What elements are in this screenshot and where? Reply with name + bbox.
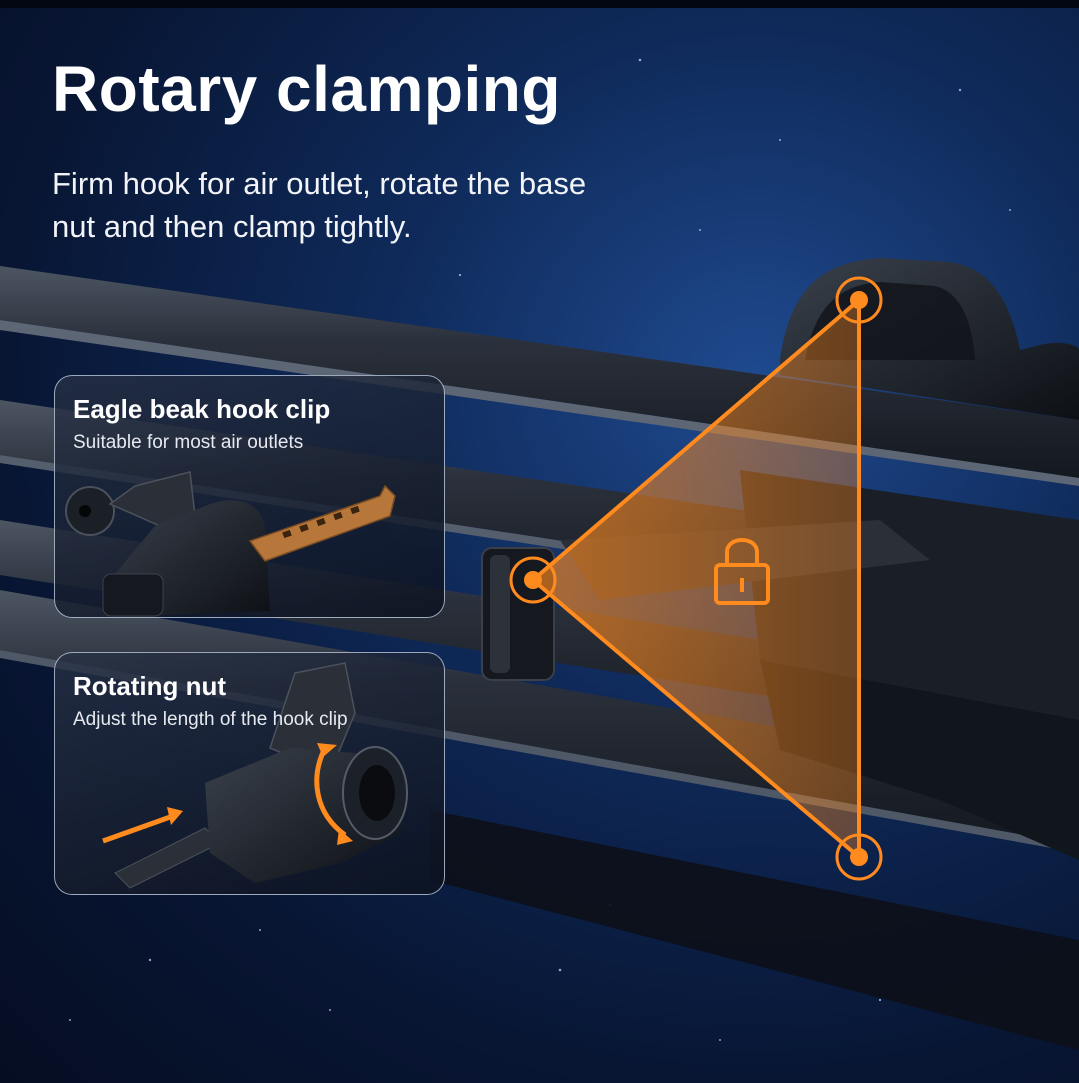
feature-card-eagle-beak: Eagle beak hook clip Suitable for most a… [54, 375, 445, 618]
rotate-arrow-icon [314, 746, 347, 838]
lock-icon [714, 538, 770, 605]
push-arrow-icon [102, 807, 183, 844]
page-subtitle: Firm hook for air outlet, rotate the bas… [52, 166, 587, 244]
rotating-nut-illustration [102, 662, 408, 889]
card-description: Adjust the length of the hook clip [73, 709, 348, 730]
card-description: Suitable for most air outlets [73, 432, 304, 453]
card-title: Eagle beak hook clip [73, 394, 331, 424]
anchor-top [835, 276, 883, 324]
page-title: Rotary clamping [52, 53, 561, 125]
clamping-triangle [509, 276, 883, 881]
feature-card-rotating-nut: Rotating nut Adjust the length of the ho… [54, 652, 445, 895]
hook-clip-illustration [65, 471, 396, 617]
top-bar [0, 0, 1079, 8]
card-title: Rotating nut [73, 671, 227, 701]
